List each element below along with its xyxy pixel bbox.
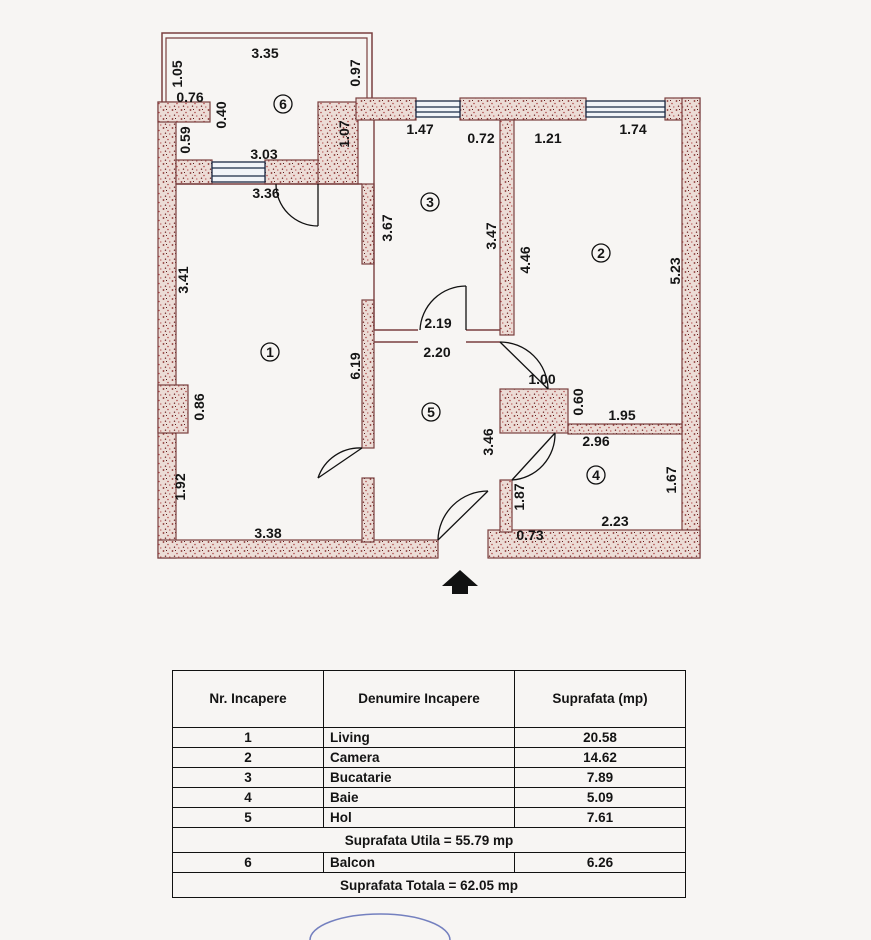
- walls: [157, 97, 701, 559]
- stamp-seal: [309, 913, 451, 940]
- dim-bath-073: 0.73: [516, 527, 543, 543]
- room-number-5: 5: [427, 404, 435, 420]
- dim-hall-100: 1.00: [528, 371, 555, 387]
- room-number-3: 3: [426, 194, 434, 210]
- dim-balcony-059: 0.59: [177, 126, 193, 153]
- dim-room2-195: 1.95: [608, 407, 635, 423]
- cell-nr: 3: [172, 767, 324, 788]
- header-nr: Nr. Incapere: [172, 670, 324, 728]
- room-numbers: 6 1 3 2 5 4: [260, 94, 611, 485]
- dim-kitchen-147: 1.47: [406, 121, 433, 137]
- cell-name: Balcon: [323, 852, 515, 873]
- dim-balcony-top: 3.35: [251, 45, 278, 61]
- cell-name: Hol: [323, 807, 515, 828]
- dim-kitchen-367: 3.67: [379, 214, 395, 241]
- header-name: Denumire Incapere: [323, 670, 515, 728]
- dim-living-top: 3.36: [252, 185, 279, 201]
- windows: [211, 100, 666, 183]
- dim-balcony-076: 0.76: [176, 89, 203, 105]
- dim-bath-223: 2.23: [601, 513, 628, 529]
- total-area-total: Suprafata Totala = 62.05 mp: [172, 872, 686, 898]
- table-header-row: Nr. Incapere Denumire Incapere Suprafata…: [172, 670, 686, 728]
- dim-living-right: 6.19: [347, 352, 363, 379]
- dim-kitchen-219: 2.19: [424, 315, 451, 331]
- dim-room2-446: 4.46: [517, 246, 533, 273]
- dim-hall-220: 2.20: [423, 344, 450, 360]
- rooms-table: Nr. Incapere Denumire Incapere Suprafata…: [172, 670, 686, 898]
- dim-living-bottom: 3.38: [254, 525, 281, 541]
- table-row: 6 Balcon 6.26: [172, 852, 686, 873]
- dim-kitchen-347: 3.47: [483, 222, 499, 249]
- cell-area: 7.89: [514, 767, 686, 788]
- dim-living-left-upper: 3.41: [175, 266, 191, 293]
- room-number-2: 2: [597, 245, 605, 261]
- entrance-arrow-icon: [442, 570, 478, 594]
- dim-room2-121: 1.21: [534, 130, 561, 146]
- dim-room2-523: 5.23: [667, 257, 683, 284]
- cell-nr: 4: [172, 787, 324, 808]
- room-number-4: 4: [592, 467, 600, 483]
- cell-area: 14.62: [514, 747, 686, 768]
- cell-area: 5.09: [514, 787, 686, 808]
- room-number-1: 1: [266, 344, 274, 360]
- dim-bath-187: 1.87: [511, 483, 527, 510]
- cell-name: Baie: [323, 787, 515, 808]
- total-area-row: Suprafata Totala = 62.05 mp: [172, 872, 686, 898]
- cell-area: 7.61: [514, 807, 686, 828]
- dim-balcony-303: 3.03: [250, 146, 277, 162]
- cell-name: Living: [323, 727, 515, 748]
- cell-nr: 2: [172, 747, 324, 768]
- dim-balcony-left: 1.05: [169, 60, 185, 87]
- table-row: 1 Living 20.58: [172, 727, 686, 748]
- dim-living-left-lower: 1.92: [172, 473, 188, 500]
- useful-area-total: Suprafata Utila = 55.79 mp: [172, 827, 686, 853]
- table-row: 5 Hol 7.61: [172, 807, 686, 828]
- dim-balcony-right: 0.97: [347, 59, 363, 86]
- floor-plan: 6 1 3 2 5 4 3.35 1.05 0.97 0.76 0.40 0.5…: [157, 32, 701, 594]
- cell-name: Bucatarie: [323, 767, 515, 788]
- cell-area: 6.26: [514, 852, 686, 873]
- room-number-6: 6: [279, 96, 287, 112]
- dim-hall-346: 3.46: [480, 428, 496, 455]
- dim-hall-060: 0.60: [570, 388, 586, 415]
- cell-nr: 1: [172, 727, 324, 748]
- table-row: 4 Baie 5.09: [172, 787, 686, 808]
- header-area: Suprafata (mp): [514, 670, 686, 728]
- table-row: 3 Bucatarie 7.89: [172, 767, 686, 788]
- door-swings: [275, 183, 556, 541]
- dim-bath-167: 1.67: [663, 466, 679, 493]
- table-row: 2 Camera 14.62: [172, 747, 686, 768]
- dim-balcony-107: 1.07: [336, 120, 352, 147]
- cell-area: 20.58: [514, 727, 686, 748]
- balcony-outline: [161, 32, 373, 102]
- cell-name: Camera: [323, 747, 515, 768]
- useful-area-row: Suprafata Utila = 55.79 mp: [172, 827, 686, 853]
- dim-room2-174: 1.74: [619, 121, 646, 137]
- dim-balcony-040: 0.40: [213, 101, 229, 128]
- interior-lines: [176, 120, 500, 343]
- cell-nr: 6: [172, 852, 324, 873]
- cell-nr: 5: [172, 807, 324, 828]
- dimension-labels: 3.35 1.05 0.97 0.76 0.40 0.59 3.03 1.07 …: [169, 45, 683, 543]
- dim-bath-296: 2.96: [582, 433, 609, 449]
- dim-living-086: 0.86: [191, 393, 207, 420]
- dim-wall-072: 0.72: [467, 130, 494, 146]
